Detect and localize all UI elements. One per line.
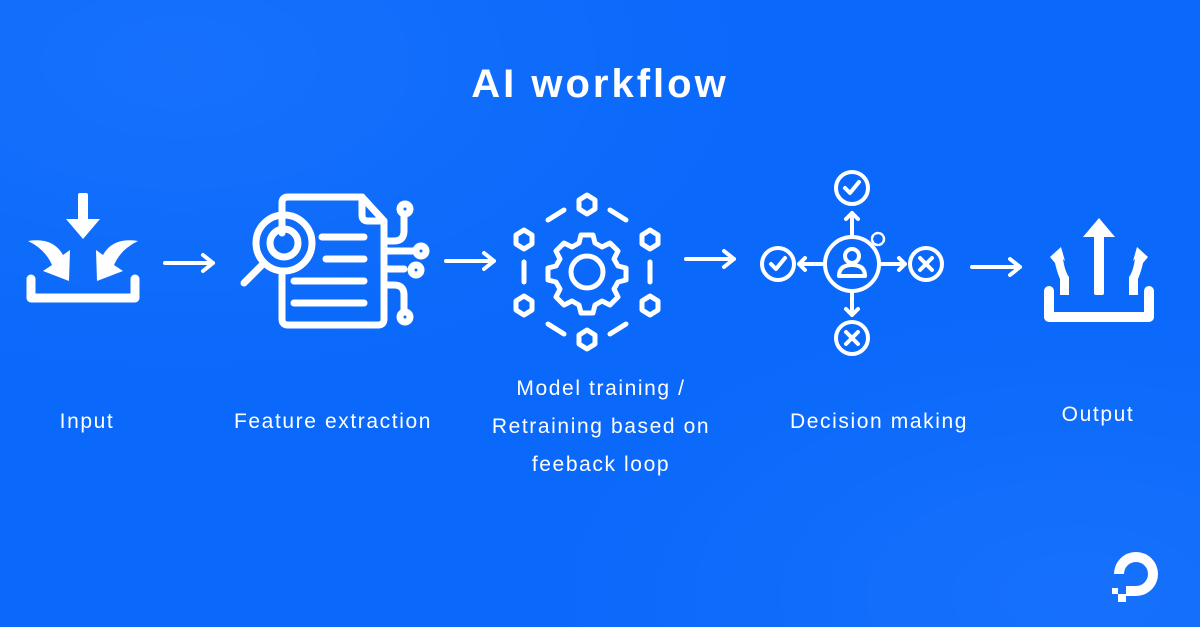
label-line: Model training /	[516, 377, 686, 400]
gear-network-icon	[513, 192, 661, 352]
label-line: feeback loop	[531, 453, 671, 476]
inbox-arrows-icon	[26, 193, 140, 303]
diagram-title: AI workflow	[471, 62, 729, 106]
step-label-input: Input	[59, 410, 115, 433]
step-label-decision-making: Decision making	[789, 410, 969, 433]
digitalocean-logo-icon	[1112, 552, 1158, 602]
step-label-output: Output	[1061, 403, 1135, 426]
outbox-arrows-icon	[1044, 218, 1154, 322]
arrow-right-icon	[970, 257, 1022, 277]
decision-user-icon	[760, 170, 944, 356]
step-label-model-training: Model training / Retraining based on fee…	[492, 370, 710, 484]
arrow-right-icon	[444, 251, 496, 271]
label-line: Retraining based on	[491, 415, 711, 438]
arrow-right-icon	[163, 253, 215, 273]
document-search-icon	[240, 193, 430, 329]
step-label-feature-extraction: Feature extraction	[233, 410, 433, 433]
arrow-right-icon	[684, 249, 736, 269]
